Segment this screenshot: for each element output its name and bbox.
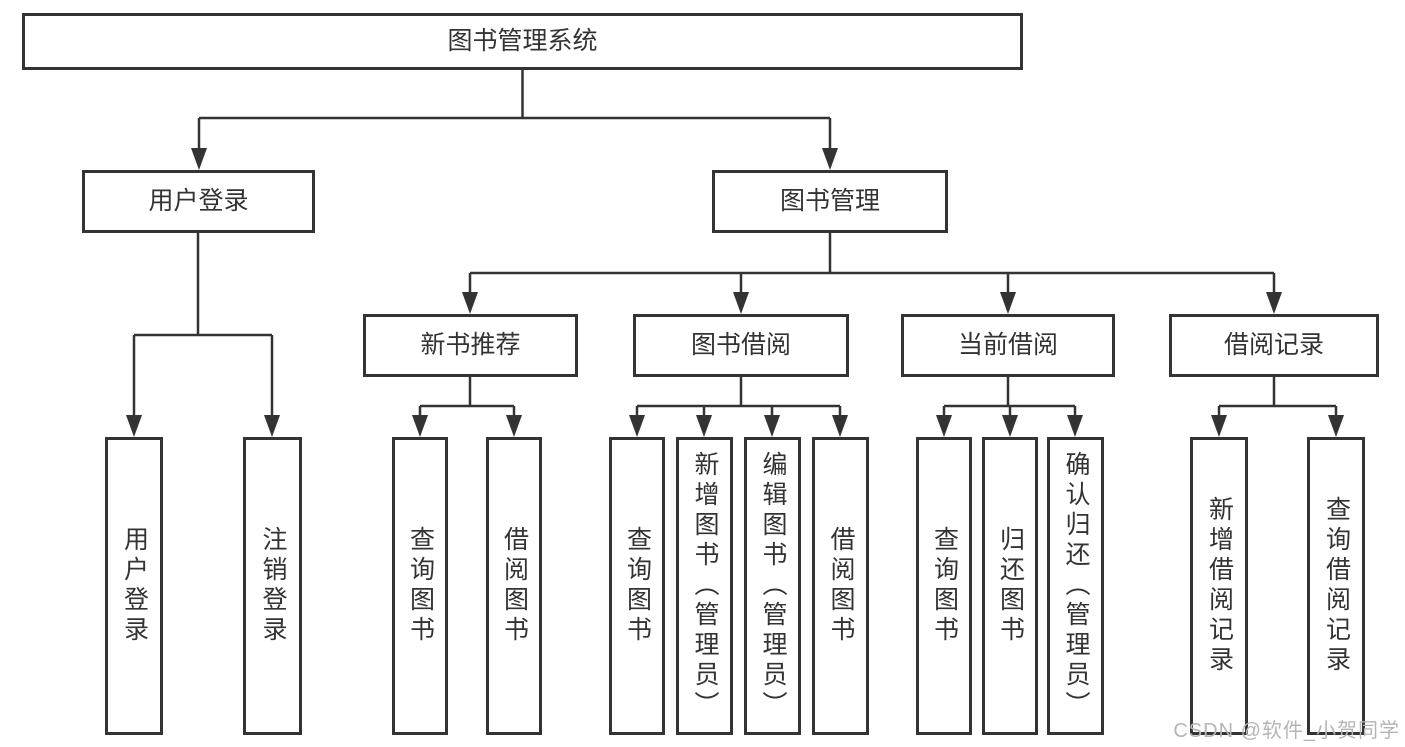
node-leaf-logout: 注销登录 [243,437,302,735]
node-leaf-return-books-label: 归还图书 [996,526,1025,646]
node-leaf-return-books: 归还图书 [982,437,1038,735]
node-current-borrowing-label: 当前借阅 [957,331,1058,359]
node-new-book-recommend: 新书推荐 [363,314,578,377]
node-leaf-edit-book-admin: 编辑图书（管理员） [744,437,801,735]
node-leaf-query-books-borrow: 查询图书 [609,437,665,735]
node-current-borrowing: 当前借阅 [901,314,1115,377]
node-leaf-borrow-books-recommend-label: 借阅图书 [500,526,529,646]
node-leaf-user-login: 用户登录 [105,437,163,735]
node-borrowing-records: 借阅记录 [1169,314,1379,377]
node-leaf-confirm-return-admin: 确认归还（管理员） [1047,437,1104,735]
node-leaf-add-borrow-record: 新增借阅记录 [1190,437,1248,735]
node-root: 图书管理系统 [22,13,1023,70]
node-book-management-label: 图书管理 [779,187,880,215]
node-leaf-query-books-recommend: 查询图书 [392,437,448,735]
node-leaf-user-login-label: 用户登录 [120,526,149,646]
node-leaf-edit-book-admin-label: 编辑图书（管理员） [759,451,787,721]
node-leaf-query-books-recommend-label: 查询图书 [406,526,435,646]
node-leaf-query-books-current-label: 查询图书 [930,526,959,646]
node-book-borrowing-label: 图书借阅 [690,331,791,359]
node-book-borrowing: 图书借阅 [633,314,849,377]
node-leaf-add-book-admin: 新增图书（管理员） [676,437,733,735]
arrowheads [126,148,1344,437]
node-leaf-confirm-return-admin-label: 确认归还（管理员） [1062,451,1090,721]
node-leaf-query-books-borrow-label: 查询图书 [623,526,652,646]
node-new-book-recommend-label: 新书推荐 [420,331,521,359]
node-leaf-add-borrow-record-label: 新增借阅记录 [1205,496,1234,676]
node-leaf-logout-label: 注销登录 [259,526,287,646]
node-root-label: 图书管理系统 [447,27,598,55]
node-leaf-query-borrow-record: 查询借阅记录 [1307,437,1365,735]
node-user-login-branch-label: 用户登录 [148,187,249,215]
node-leaf-add-book-admin-label: 新增图书（管理员） [691,451,719,721]
node-leaf-borrow-books: 借阅图书 [812,437,869,735]
node-book-management: 图书管理 [712,170,948,233]
node-user-login-branch: 用户登录 [82,170,315,233]
csdn-watermark: CSDN @软件_小贺同学 [1173,720,1400,742]
node-leaf-borrow-books-recommend: 借阅图书 [486,437,542,735]
node-leaf-borrow-books-label: 借阅图书 [827,526,855,646]
node-leaf-query-borrow-record-label: 查询借阅记录 [1322,496,1351,676]
node-leaf-query-books-current: 查询图书 [916,437,972,735]
node-borrowing-records-label: 借阅记录 [1223,331,1324,359]
